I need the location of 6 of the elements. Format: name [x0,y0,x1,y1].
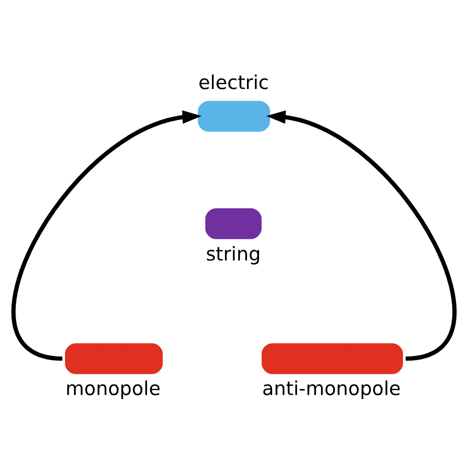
node-label: string [205,242,260,266]
node-label: monopole [65,377,160,400]
node-label: anti-monopole [262,377,400,400]
arrow [266,110,456,361]
node-label: electric [198,71,268,94]
arrow [12,110,202,361]
